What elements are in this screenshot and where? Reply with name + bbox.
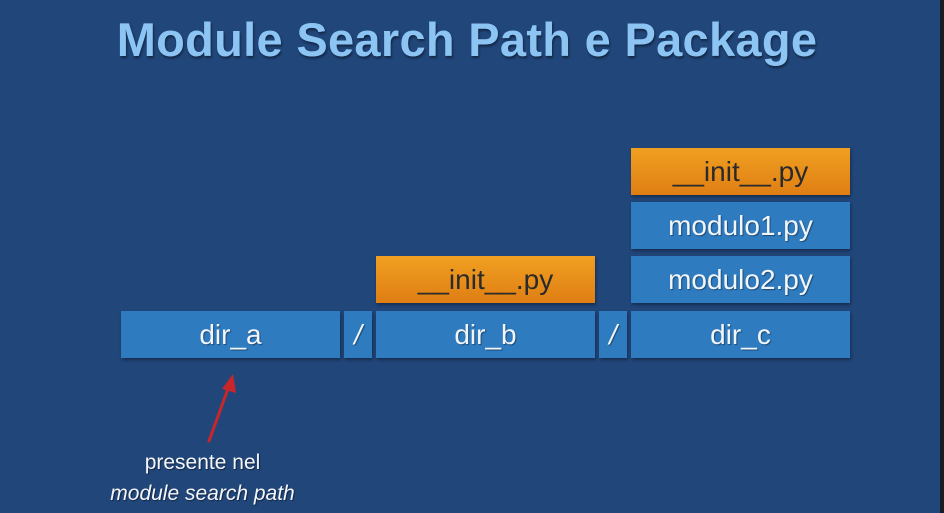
- dir-b-box: dir_b: [376, 311, 595, 358]
- dir-c-modulo1-file: modulo1.py: [631, 202, 850, 249]
- dir-c-box: dir_c: [631, 311, 850, 358]
- dir-c-modulo2-file: modulo2.py: [631, 256, 850, 303]
- path-separator-1: /: [344, 311, 372, 358]
- dir-b-init-file: __init__.py: [376, 256, 595, 303]
- annotation-line-2: module search path: [110, 482, 295, 505]
- dir-c-init-file: __init__.py: [631, 148, 850, 195]
- annotation-line-1: presente nel: [144, 451, 261, 474]
- path-separator-2: /: [599, 311, 627, 358]
- dir-a-box: dir_a: [121, 311, 340, 358]
- slide-title: Module Search Path e Package: [116, 13, 818, 66]
- window-edge: [940, 0, 944, 513]
